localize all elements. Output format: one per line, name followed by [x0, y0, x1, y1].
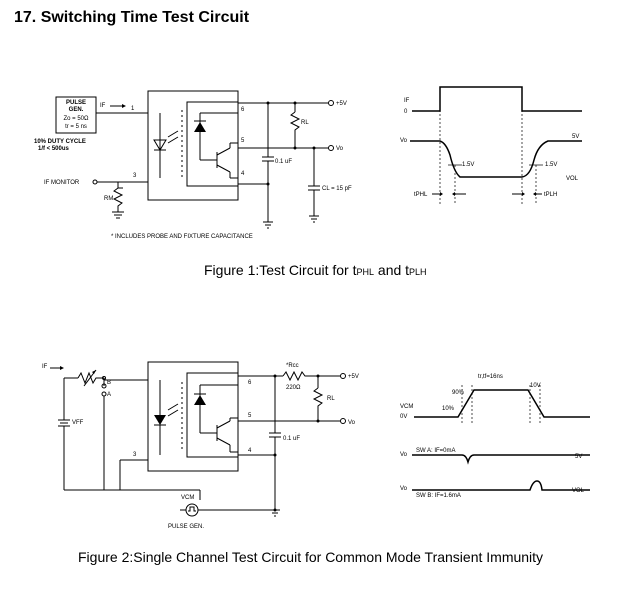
pulse-gen-label-2: GEN. [69, 107, 84, 113]
r220-label: 220Ω [286, 385, 301, 391]
load-cap-label: CL = 15 pF [322, 186, 352, 192]
figure2-waveforms: tr,tf=16ns 10V 90% 10% VCM 0V Vo SW A: I… [400, 374, 590, 499]
svg-text:5: 5 [241, 138, 245, 144]
vo-5v-label: 5V [575, 454, 582, 460]
switch-b-label: B [107, 380, 111, 386]
figure1-circuit: PULSE GEN. Zo = 50Ω tr = 5 ns 10% DUTY C… [34, 90, 352, 240]
page-title: 17. Switching Time Test Circuit [14, 9, 250, 26]
detector-die [186, 101, 239, 187]
pulse-gen-source-icon [185, 503, 199, 517]
figure1-caption: Figure 1:Test Circuit for tPHL and tPLH [204, 262, 427, 278]
svg-text:6: 6 [248, 380, 252, 386]
sw-a-label: SW A: IF=0mA [416, 448, 456, 454]
vo-wave-b [412, 480, 590, 491]
svg-text:4: 4 [241, 171, 245, 177]
figure2-circuit: IF VFF B A [42, 361, 359, 530]
pct90-label: 90% [452, 390, 465, 396]
pulse-gen-impedance: Zo = 50Ω [64, 116, 90, 122]
vff-label: VFF [72, 420, 84, 426]
wave-vo-label: Vo [400, 138, 408, 144]
vo-high-label: 5V [572, 134, 579, 140]
vo-wave-a [412, 454, 590, 465]
rl-label: RL [301, 120, 309, 126]
if-monitor-label: IF MONITOR [44, 180, 80, 186]
vcc-label-2: +5V [348, 374, 359, 380]
vcc-label: +5V [336, 101, 347, 107]
duty-cycle-label: 10% DUTY CYCLE [34, 139, 86, 145]
pulse-gen-rise-time: tr = 5 ns [65, 124, 87, 130]
trtf-label: tr,tf=16ns [478, 374, 503, 380]
tplh-label: tPLH [544, 192, 557, 198]
if-label-2: IF [42, 364, 48, 370]
figure2-caption: Figure 2:Single Channel Test Circuit for… [78, 549, 544, 565]
if-pulse [412, 86, 582, 112]
period-label: 1/f < 500us [38, 146, 70, 152]
if-current-label: IF [100, 103, 106, 109]
vol-label-2: VOL [572, 488, 585, 494]
vo-wave-a-label: Vo [400, 452, 408, 458]
zero-v-label: 0V [400, 414, 407, 420]
rcc-label: *Rcc [286, 363, 299, 369]
rl-label-2: RL [327, 396, 335, 402]
optocoupler-package [147, 90, 239, 201]
vcm-10v-label: 10V [530, 383, 541, 389]
figure1-waveforms: IF 0 Vo 1.5V 1.5V 5V VOL tPHL tPLH [400, 86, 582, 205]
svg-text:3: 3 [133, 173, 137, 179]
tphl-label: tPHL [414, 192, 428, 198]
vo-waveform [410, 140, 582, 178]
pulse-gen-label: PULSE [66, 100, 86, 106]
svg-text:0: 0 [404, 109, 408, 115]
vo-label-2: Vo [348, 420, 356, 426]
svg-text:4: 4 [248, 448, 252, 454]
threshold-1-5v-fall: 1.5V [462, 162, 474, 168]
rm-label: RM [104, 196, 113, 202]
threshold-1-5v-rise: 1.5V [545, 162, 557, 168]
probe-note: * INCLUDES PROBE AND FIXTURE CAPACITANCE [111, 234, 253, 240]
bypass-cap-label: 0.1 uF [275, 159, 292, 165]
pulse-generator-box [55, 96, 97, 134]
svg-text:3: 3 [133, 452, 137, 458]
vo-label: Vo [336, 146, 344, 152]
svg-text:1: 1 [131, 106, 135, 112]
pct10-label: 10% [442, 406, 455, 412]
svg-text:6: 6 [241, 107, 245, 113]
pulse-gen-label-2: PULSE GEN. [168, 524, 204, 530]
vol-label: VOL [566, 176, 579, 182]
wave-if-label: IF [404, 98, 410, 104]
vo-wave-b-label: Vo [400, 486, 408, 492]
vcm-source-label: VCM [181, 495, 194, 501]
bypass-cap-label-2: 0.1 uF [283, 436, 300, 442]
svg-text:5: 5 [248, 413, 252, 419]
sw-b-label: SW B: IF=1.6mA [416, 493, 461, 499]
vcm-wave-label: VCM [400, 404, 413, 410]
switch-a-label: A [107, 392, 111, 398]
vcm-pulse [414, 389, 590, 418]
